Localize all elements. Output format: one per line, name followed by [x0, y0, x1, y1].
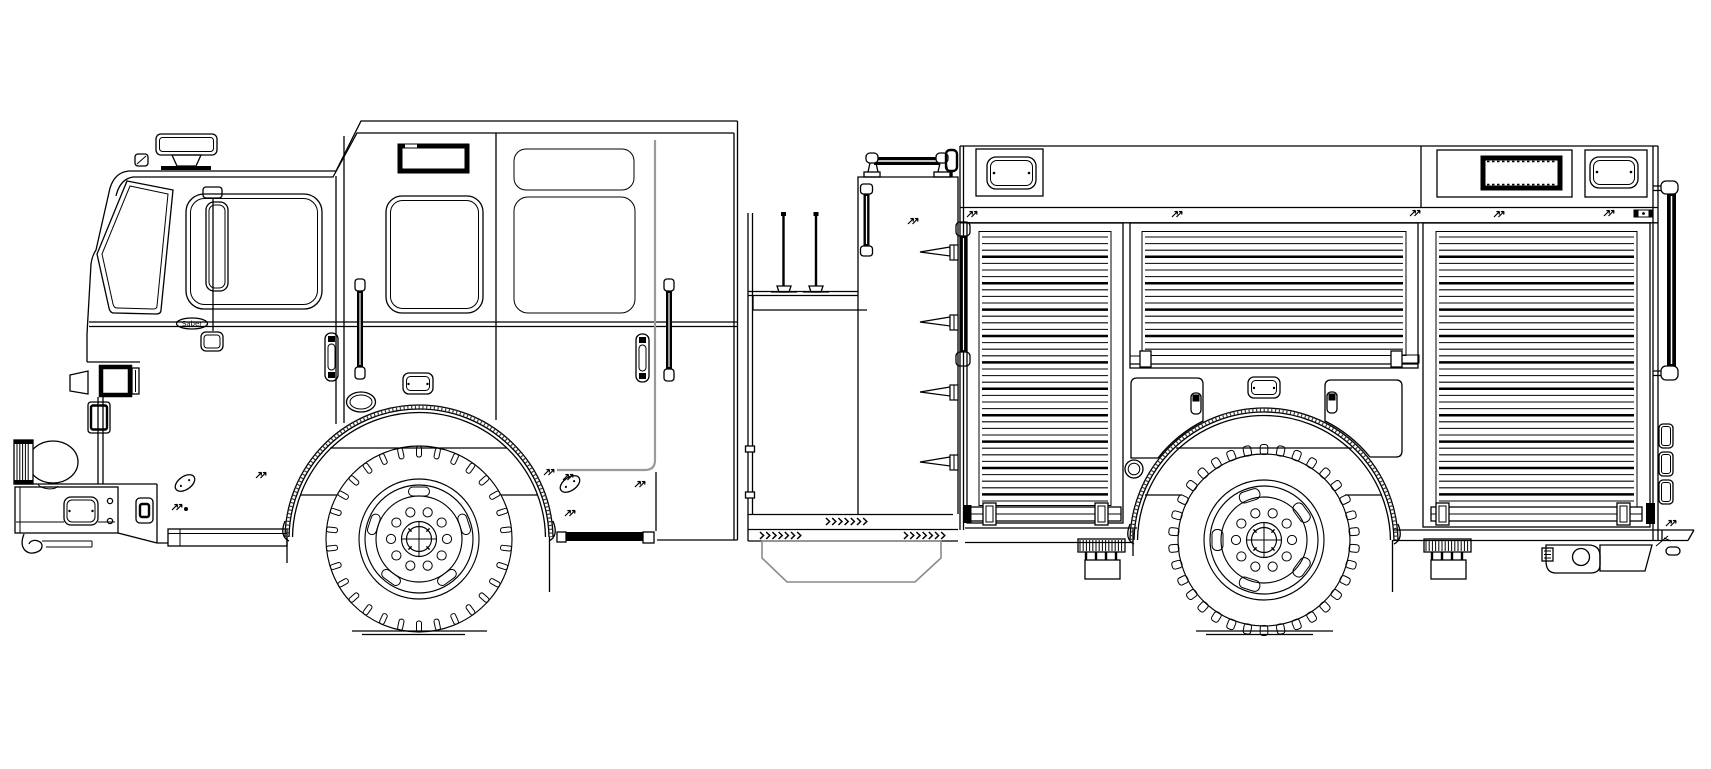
rear-grab-rail	[1653, 180, 1679, 381]
driver-window	[185, 193, 323, 310]
pump-deck	[748, 290, 867, 311]
cab-grab-rail-rear	[663, 278, 675, 382]
cab-marker-light	[402, 372, 434, 395]
body-front-grab-rail	[955, 221, 971, 367]
cab-sign-panel	[397, 143, 470, 174]
pump-tower	[857, 176, 959, 515]
windshield	[96, 180, 174, 315]
ground-line-rear	[1196, 630, 1333, 636]
compartment-door-right	[1324, 379, 1403, 458]
saber-logo-text: Saber	[182, 320, 202, 328]
front-step-box	[135, 497, 154, 524]
cab: Saber	[13, 120, 739, 554]
top-vent-box	[1436, 149, 1573, 198]
discharge-outlet-left	[1077, 538, 1126, 580]
crew-door-handle	[635, 333, 650, 383]
compartment-right-handle	[1326, 391, 1338, 414]
top-light-box-left	[975, 148, 1044, 197]
front-bumper	[14, 483, 168, 544]
roof-marker-light	[134, 153, 149, 167]
driver-door-handle	[324, 332, 339, 382]
saber-logo: Saber	[175, 317, 209, 330]
body-rear-edge	[1652, 146, 1659, 541]
body-light-right	[1589, 156, 1639, 189]
door-cut-lines	[335, 133, 497, 424]
compartment-left-handle	[1190, 392, 1202, 415]
cab-grab-rail-front	[354, 278, 366, 380]
ladder-rungs	[919, 244, 959, 471]
hatch-marks	[171, 209, 1677, 527]
shutter-door-3	[1422, 222, 1655, 528]
fill-port	[1124, 459, 1144, 479]
roof-beacon-light	[155, 133, 218, 170]
crew-upper-pane	[513, 148, 635, 191]
rear-tow-hitch	[1541, 535, 1681, 574]
side-mirror	[200, 186, 229, 352]
ground-line-front	[352, 630, 487, 636]
cab-roof	[109, 120, 738, 189]
discharge-outlet-right	[1423, 538, 1472, 580]
reflector-front	[174, 474, 196, 492]
fuel-cap	[345, 391, 377, 413]
crew-rocker-step	[556, 531, 655, 544]
pump-panel-edge	[747, 213, 754, 515]
pump-platform	[747, 513, 958, 542]
tail-light-stack	[1658, 423, 1674, 505]
siren-speaker	[13, 439, 79, 490]
level-gauge	[1633, 209, 1654, 218]
wheels	[282, 404, 1401, 636]
body-vent	[1480, 155, 1563, 191]
cab-step	[167, 528, 288, 547]
rear-wheel	[1168, 444, 1360, 636]
shutter-door-2-latches	[1129, 350, 1420, 368]
rub-rail-mid	[965, 527, 1137, 544]
pump-area	[744, 148, 959, 583]
shutter-door-1-latch	[963, 502, 1122, 526]
top-light-box-right	[1584, 149, 1648, 198]
rear-body	[955, 145, 1695, 580]
shutter-door-1	[963, 222, 1124, 526]
reflector-mid	[559, 475, 581, 493]
cab-rear-edge	[657, 121, 739, 541]
pump-apron	[761, 540, 942, 583]
body-light-left	[986, 156, 1037, 190]
antennas	[771, 212, 829, 293]
front-wheel	[325, 445, 513, 633]
cab-front-edge	[86, 187, 111, 362]
crew-lower-pane	[513, 196, 636, 314]
rear-marker-light	[1247, 376, 1281, 399]
crew-door-seal	[557, 140, 657, 472]
headlight-assembly	[69, 361, 140, 434]
crew-door-window	[385, 195, 484, 314]
shutter-door-3-latch	[1430, 502, 1655, 526]
tower-lever	[944, 148, 959, 177]
tower-grab-rail	[859, 183, 874, 257]
tower-handrail	[863, 152, 951, 178]
compartment-door-left	[1130, 377, 1204, 459]
front-tow-hook	[21, 533, 93, 554]
shutter-door-2	[1129, 222, 1420, 369]
rear-wheel-arch	[1127, 406, 1401, 592]
front-wheel-arch	[282, 404, 556, 592]
rear-tailboard	[1393, 529, 1695, 542]
